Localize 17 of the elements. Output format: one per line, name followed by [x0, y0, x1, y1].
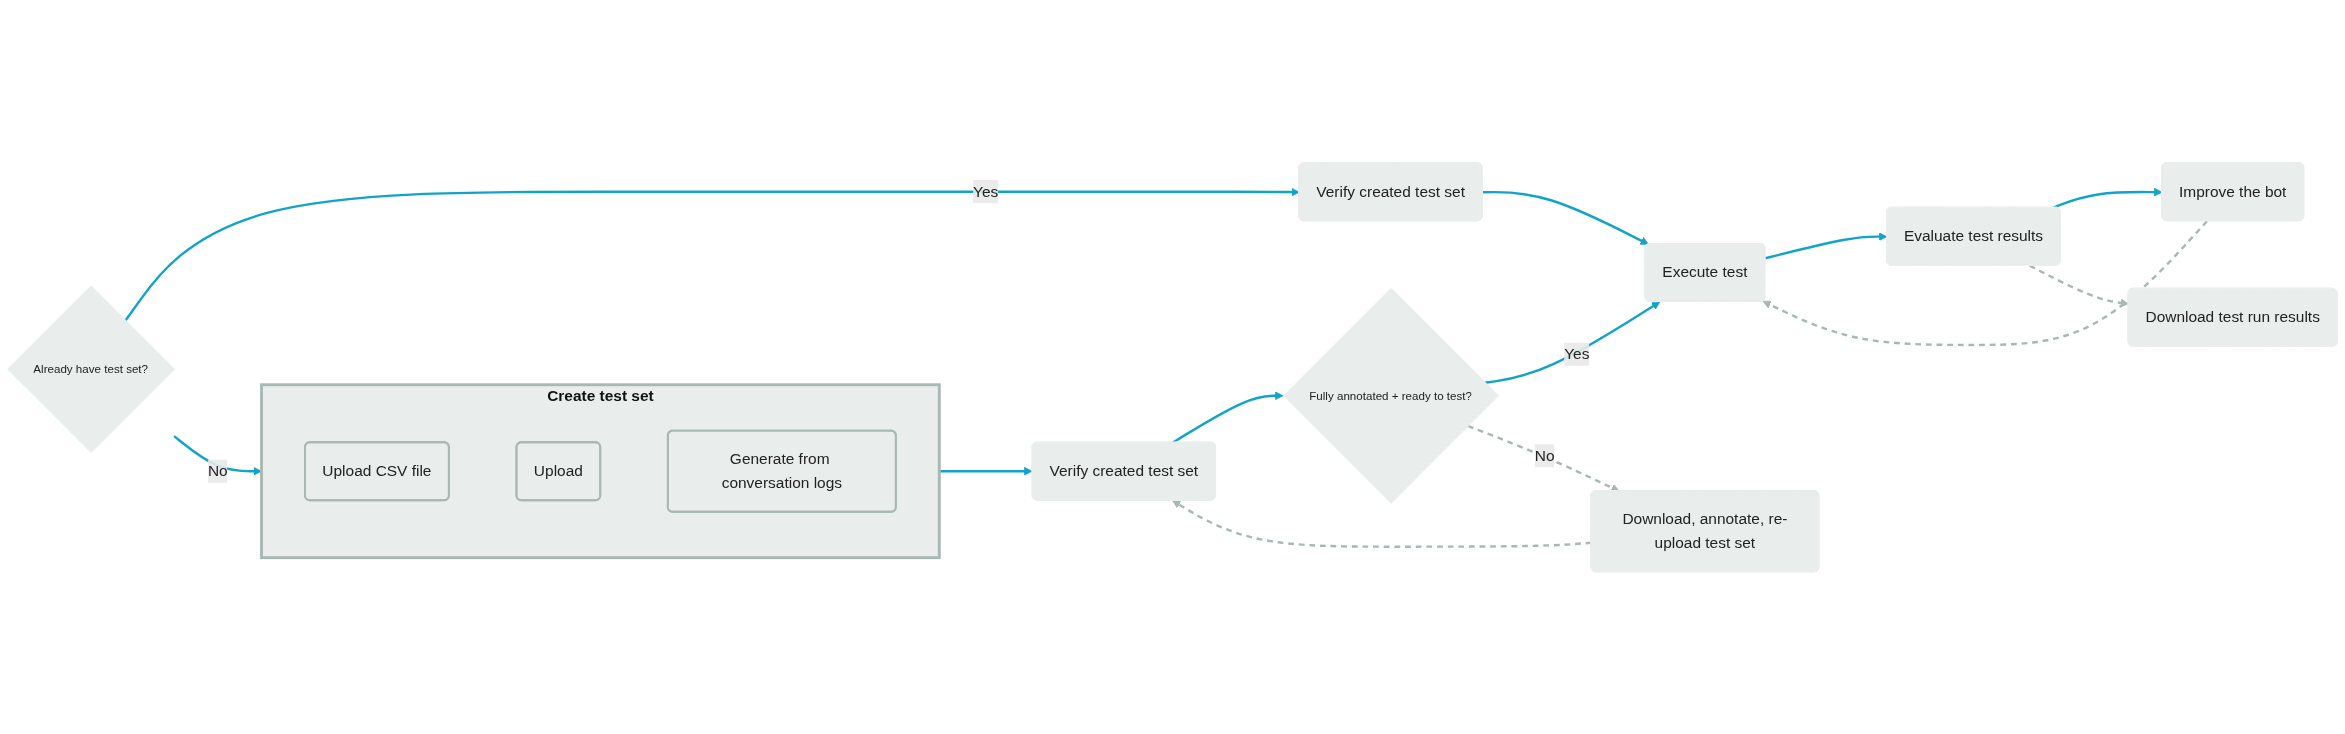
- arrow: [1765, 232, 1888, 260]
- node-diamond: Fully annotated + ready to test?: [1283, 287, 1500, 504]
- arrow: [2029, 264, 2129, 307]
- arrow: [1467, 424, 1620, 492]
- edge-label: No: [1534, 446, 1555, 464]
- arrow: [939, 466, 1033, 476]
- arrow: [124, 187, 1300, 321]
- arrow: [1482, 190, 1649, 245]
- edge-label: Yes: [1564, 345, 1590, 362]
- edge-label: No: [207, 462, 228, 479]
- node-diamond: Already have test set?: [7, 285, 176, 453]
- arrow: [1172, 500, 1592, 548]
- arrow: [1762, 220, 2208, 346]
- edge-label: Yes: [973, 182, 999, 200]
- arrow: [2052, 187, 2163, 209]
- arrow: [173, 434, 262, 476]
- arrow: [1484, 301, 1661, 384]
